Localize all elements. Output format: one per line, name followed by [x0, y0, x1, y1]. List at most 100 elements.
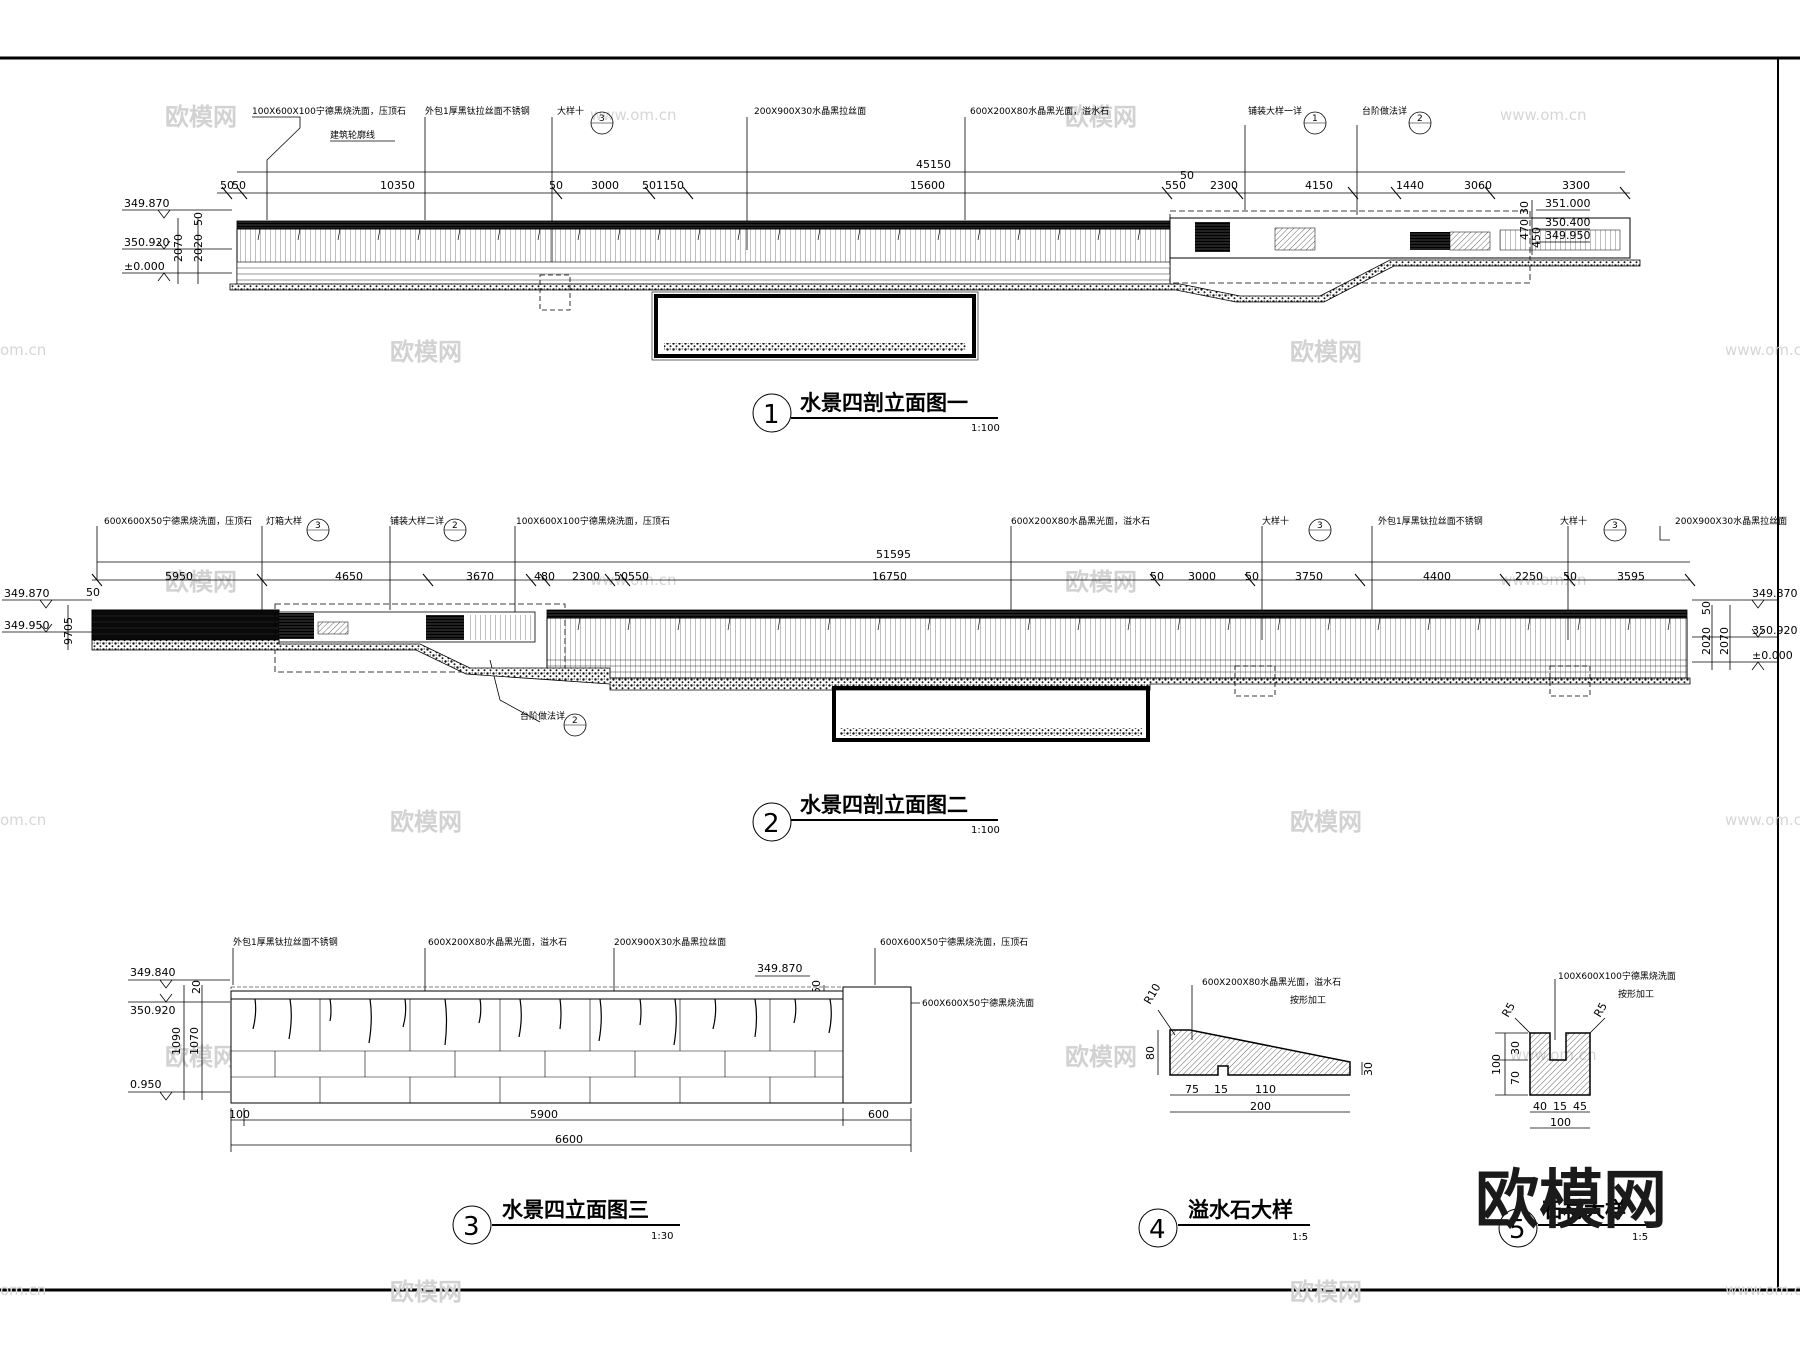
ref-number: 3 — [315, 521, 321, 531]
dim-label: 100 — [229, 1108, 250, 1121]
drawing-title: 石材大样 — [1541, 1198, 1626, 1222]
callout-note: 200X900X30水晶黑拉丝面 — [1675, 515, 1787, 527]
drawing-title: 水景四剖立面图一 — [800, 391, 968, 415]
dim-label: 4150 — [1305, 179, 1333, 192]
drawing-scale: 1:5 — [1632, 1232, 1648, 1243]
dim-label: 2250 — [1515, 570, 1543, 583]
callout-note: 600X200X80水晶黑光面，溢水石 — [970, 105, 1109, 117]
vdim-label: 50 — [1700, 601, 1713, 615]
vdim-label: 2070 — [172, 234, 185, 262]
dim-label: 50 — [1563, 570, 1577, 583]
callout-note: 灯箱大样 — [266, 515, 302, 527]
ref-number: 2 — [452, 521, 458, 531]
level-mark: 349.950 — [1545, 229, 1591, 242]
paving-dark-band — [1274, 227, 1316, 251]
paving-dark-band — [1449, 231, 1491, 251]
callout-note: 100X600X100宁德黑烧洗面，压顶石 — [252, 105, 406, 117]
watermark-text: 欧模网 — [1290, 1278, 1362, 1306]
dim-label: 2300 — [1210, 179, 1238, 192]
vdim-label: 50 — [192, 212, 205, 226]
dim-label: 550 — [1165, 179, 1186, 192]
level-mark: ±0.000 — [1752, 649, 1793, 662]
section-elevation-1: 45150 50 50 10350 50 3000 50 1150 15600 … — [122, 105, 1641, 434]
vdim-label: 2020 — [1700, 627, 1713, 655]
level-mark: 349.870 — [124, 197, 170, 210]
dim-label: 4400 — [1423, 570, 1451, 583]
level-mark: 350.920 — [130, 1004, 176, 1017]
overall-dimension: 45150 — [916, 158, 951, 171]
vdim-label: 30 — [1518, 201, 1531, 215]
callout-note: 大样十 — [557, 105, 584, 117]
drawing-scale: 1:100 — [971, 423, 1000, 434]
paving-dark-band — [1410, 232, 1450, 250]
drawing-scale: 1:5 — [1292, 1232, 1308, 1243]
dim-label: 50 — [232, 179, 246, 192]
radius-label: R5 — [1499, 1000, 1518, 1019]
dim-label: 50 — [1150, 570, 1164, 583]
dim-label: 3595 — [1617, 570, 1645, 583]
gravel-bed — [229, 259, 1641, 303]
drawing-number: 2 — [763, 809, 780, 839]
dim-label: 15 — [1553, 1100, 1567, 1113]
drawing-number-bubble — [452, 1205, 492, 1245]
dim-label: 480 — [534, 570, 555, 583]
vdim-label: 1090 — [170, 1027, 183, 1055]
dim-label: 75 — [1185, 1083, 1199, 1096]
callout-note: 外包1厚黑钛拉丝面不锈钢 — [425, 105, 530, 117]
callout-note: 铺装大样一详 — [1248, 105, 1302, 117]
dim-label: 200 — [1250, 1100, 1271, 1113]
watermark-text: 欧模网 — [1065, 1043, 1137, 1071]
callout-note: 按形加工 — [1618, 988, 1654, 1000]
drawing-scale: 1:100 — [971, 825, 1000, 836]
watermark-url: om.cn — [0, 811, 46, 829]
dim-label: 3750 — [1295, 570, 1323, 583]
watermark-text: 欧模网 — [165, 568, 237, 596]
drawing-number: 1 — [763, 400, 780, 430]
level-mark: 349.840 — [130, 966, 176, 979]
dim-label: 15 — [1214, 1083, 1228, 1096]
dim-label: 600 — [868, 1108, 889, 1121]
dim-label: 50 — [549, 179, 563, 192]
callout-note: 600X600X50宁德黑烧洗面 — [922, 997, 1034, 1009]
watermark-url: www.om.cn — [1725, 341, 1800, 359]
dim-label: 50 — [86, 586, 100, 599]
watermark-url: om.cn — [0, 1281, 46, 1299]
level-mark: 350.400 — [1545, 216, 1591, 229]
stone-profile — [1529, 1032, 1591, 1096]
dim-label: 550 — [628, 570, 649, 583]
dim-label: 3300 — [1562, 179, 1590, 192]
level-mark: 351.000 — [1545, 197, 1591, 210]
paving-dark-band — [426, 615, 464, 640]
ref-number: 1 — [1312, 114, 1318, 124]
dim-label: 4650 — [335, 570, 363, 583]
drawing-number-bubble — [1498, 1208, 1538, 1248]
dim-label: 50 — [614, 570, 628, 583]
dim-label: 3670 — [466, 570, 494, 583]
radius-label: R5 — [1591, 1000, 1610, 1019]
drawing-title: 水景四立面图三 — [502, 1198, 649, 1222]
overflow-cap — [236, 220, 1238, 230]
dim-label: 50 — [1245, 570, 1259, 583]
drawing-number: 3 — [463, 1212, 480, 1242]
watermark-text: 欧模网 — [165, 103, 237, 131]
overflow-cap — [230, 990, 844, 1000]
watermark-text: 欧模网 — [1290, 808, 1362, 836]
watermark-url: www.om.cn — [590, 106, 677, 124]
dim-label: 15600 — [910, 179, 945, 192]
callout-note: 大样十 — [1560, 515, 1587, 527]
watermark-url: www.om.cn — [1500, 106, 1587, 124]
callout-note: 600X200X80水晶黑光面，溢水石 — [1202, 976, 1341, 988]
dim-label: 5950 — [165, 570, 193, 583]
level-mark: 349.950 — [4, 619, 50, 632]
dim-label: 2300 — [572, 570, 600, 583]
vdim-label: 70 — [1509, 1071, 1522, 1085]
dim-label: 100 — [1550, 1116, 1571, 1129]
level-mark: 349.870 — [1752, 587, 1798, 600]
vdim-label: 30 — [1509, 1041, 1522, 1055]
dim-label: 1150 — [656, 179, 684, 192]
vdim-label: 2020 — [192, 234, 205, 262]
callout-note: 外包1厚黑钛拉丝面不锈钢 — [1378, 515, 1483, 527]
callout-note: 200X900X30水晶黑拉丝面 — [754, 105, 866, 117]
radius-label: R10 — [1141, 981, 1163, 1006]
callout-note: 100X600X100宁德黑烧洗面 — [1558, 970, 1676, 982]
